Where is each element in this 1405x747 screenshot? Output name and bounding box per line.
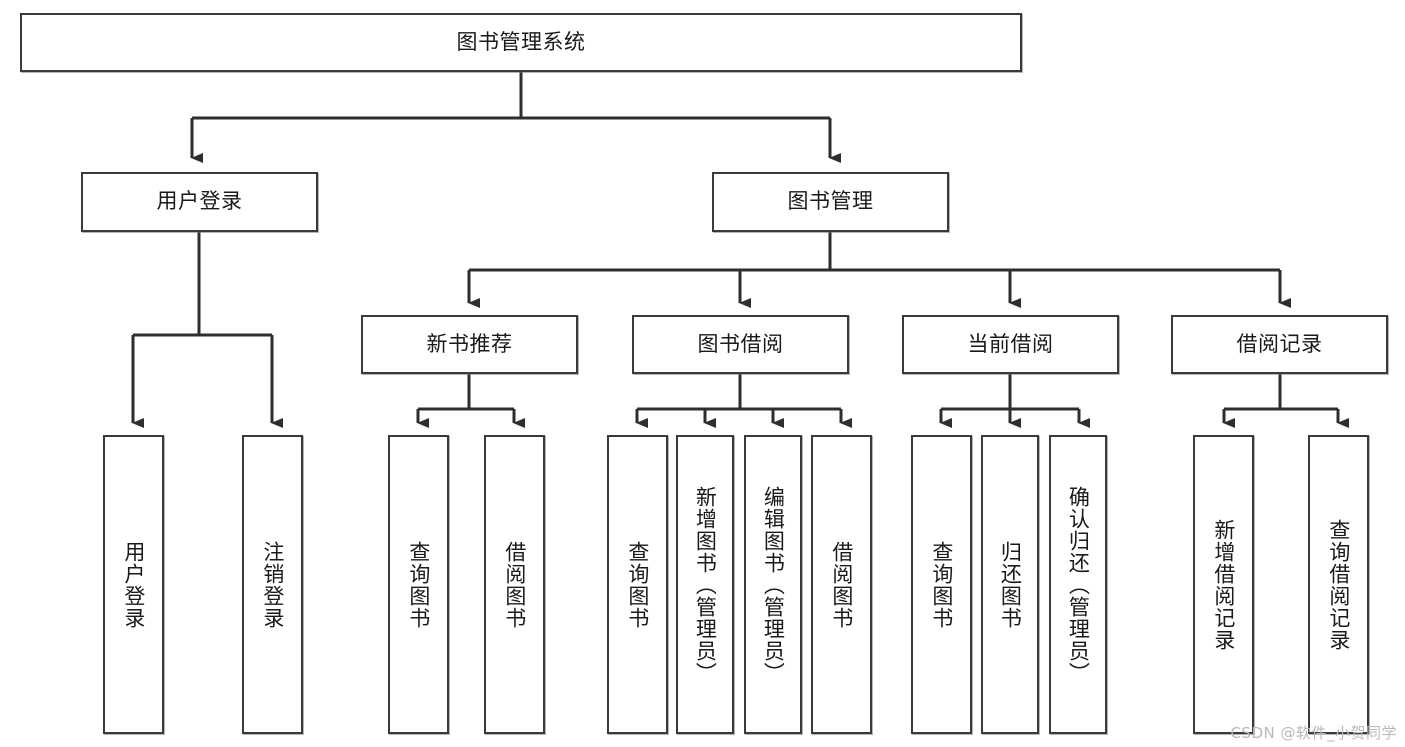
node-label: 查询图书 [406, 540, 431, 629]
node-label: 新书推荐 [426, 331, 513, 356]
leaf-recommend-borrow-book[interactable]: 借阅图书 [484, 435, 545, 734]
leaf-current-query-book[interactable]: 查询图书 [911, 435, 972, 734]
node-label: 图书借阅 [697, 331, 784, 356]
node-user-login[interactable]: 用户登录 [81, 172, 318, 232]
node-label: 图书管理 [787, 189, 874, 214]
node-label: 新增借阅记录 [1211, 518, 1236, 651]
node-borrow-record[interactable]: 借阅记录 [1171, 315, 1388, 374]
node-label: 当前借阅 [967, 331, 1054, 356]
node-label: 注销登录 [260, 540, 285, 629]
node-book-borrow[interactable]: 图书借阅 [632, 315, 849, 374]
leaf-recommend-query-book[interactable]: 查询图书 [388, 435, 449, 734]
leaf-borrow-add-book-admin[interactable]: 新增图书（管理员） [676, 435, 734, 734]
node-label: 用户登录 [156, 189, 243, 214]
leaf-borrow-query-book[interactable]: 查询图书 [607, 435, 668, 734]
node-root-system[interactable]: 图书管理系统 [20, 13, 1022, 72]
node-label: 借阅图书 [829, 540, 854, 629]
node-book-management[interactable]: 图书管理 [712, 172, 949, 232]
leaf-user-login-signout[interactable]: 注销登录 [242, 435, 303, 734]
node-label: 图书管理系统 [456, 29, 586, 54]
leaf-borrow-borrow-book[interactable]: 借阅图书 [811, 435, 872, 734]
node-label: 借阅记录 [1236, 331, 1323, 356]
node-label: 归还图书 [998, 540, 1023, 629]
node-label: 借阅图书 [502, 540, 527, 629]
leaf-record-add-record[interactable]: 新增借阅记录 [1193, 435, 1254, 734]
node-label: 新增图书（管理员） [693, 485, 718, 684]
leaf-borrow-edit-book-admin[interactable]: 编辑图书（管理员） [744, 435, 802, 734]
node-label: 查询借阅记录 [1326, 518, 1351, 651]
leaf-user-login-signin[interactable]: 用户登录 [103, 435, 164, 734]
node-label: 编辑图书（管理员） [761, 485, 786, 684]
node-current-borrow[interactable]: 当前借阅 [902, 315, 1119, 374]
node-label: 用户登录 [121, 540, 146, 629]
leaf-record-query-record[interactable]: 查询借阅记录 [1308, 435, 1369, 734]
leaf-current-return-book[interactable]: 归还图书 [981, 435, 1039, 734]
watermark-text: CSDN @软件_小贺同学 [1230, 724, 1397, 742]
node-new-book-recommend[interactable]: 新书推荐 [361, 315, 578, 374]
node-label: 查询图书 [625, 540, 650, 629]
leaf-current-confirm-return-admin[interactable]: 确认归还（管理员） [1049, 435, 1107, 734]
node-label: 查询图书 [929, 540, 954, 629]
node-label: 确认归还（管理员） [1066, 485, 1091, 684]
